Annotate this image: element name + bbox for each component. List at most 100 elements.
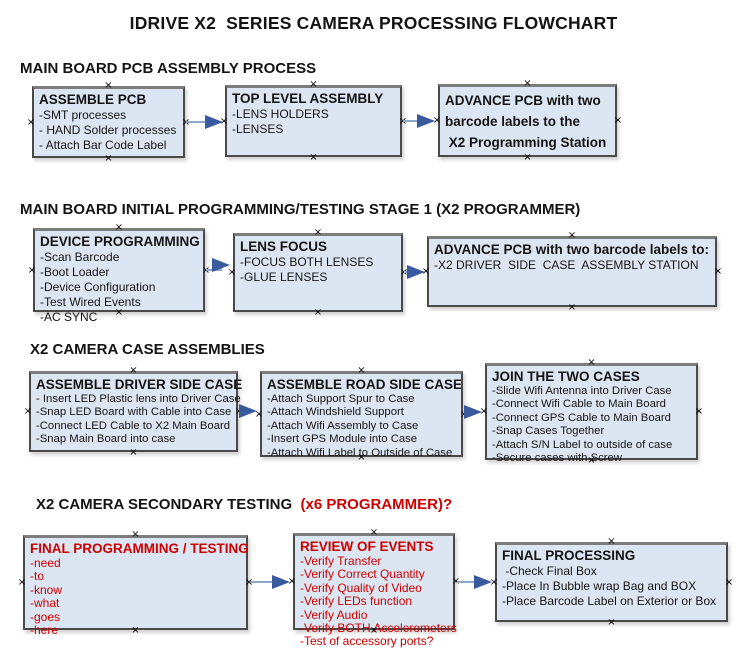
box-line: -Device Configuration bbox=[40, 280, 156, 294]
connection-handle-icon: × bbox=[567, 302, 577, 313]
box-line: -Slide Wifi Antenna into Driver Case bbox=[492, 385, 672, 397]
box-line: - Insert LED Plastic lens into Driver Ca… bbox=[36, 393, 241, 405]
connection-handle-icon: × bbox=[399, 267, 409, 278]
flow-box-assemble-pcb: ASSEMBLE PCB -SMT processes- HAND Solder… bbox=[27, 81, 190, 164]
box-line: -X2 DRIVER SIDE CASE ASSEMBLY STATION bbox=[434, 258, 699, 272]
box-items: -Scan Barcode-Boot Loader-Device Configu… bbox=[40, 250, 199, 325]
box-line: -AC SYNC bbox=[40, 310, 98, 324]
box-title: ASSEMBLE ROAD SIDE CASE bbox=[267, 377, 463, 392]
box-line: -Verify BOTH Accelerometers bbox=[300, 621, 457, 636]
connection-handle-icon: × bbox=[244, 577, 254, 588]
box-line: -Verify Correct Quantity bbox=[300, 567, 425, 582]
connection-handle-icon: × bbox=[227, 267, 237, 278]
box-line: -Scan Barcode bbox=[40, 250, 120, 264]
section-header-case-assemblies: X2 CAMERA CASE ASSEMBLIES bbox=[30, 341, 265, 358]
connection-handle-icon: × bbox=[309, 152, 318, 163]
connection-handle-icon: × bbox=[479, 406, 489, 417]
box-line: -goes bbox=[30, 609, 61, 624]
connection-handle-icon: × bbox=[567, 230, 577, 241]
connection-handle-icon: × bbox=[724, 576, 734, 588]
connection-handle-icon: × bbox=[607, 536, 616, 547]
box-title: LENS FOCUS bbox=[240, 239, 328, 254]
box-items: -Slide Wifi Antenna into Driver Case-Con… bbox=[492, 385, 692, 465]
box-line: -Snap Main Board into case bbox=[36, 433, 176, 446]
box-line: - HAND Solder processes bbox=[39, 123, 177, 137]
connection-handle-icon: × bbox=[254, 408, 264, 420]
box-line: -Insert GPS Module into Case bbox=[267, 433, 418, 446]
connection-handle-icon: × bbox=[421, 266, 431, 277]
section-header-pcb-assembly: MAIN BOARD PCB ASSEMBLY PROCESS bbox=[20, 60, 317, 77]
box-title: FINAL PROGRAMMING / TESTING bbox=[30, 541, 249, 556]
box-line: -Verify LEDs function bbox=[300, 594, 413, 609]
flow-box-lens-focus: LENS FOCUS -FOCUS BOTH LENSES-GLUE LENSE… bbox=[228, 227, 408, 318]
connection-handle-icon: × bbox=[313, 307, 323, 318]
connection-handle-icon: × bbox=[131, 529, 140, 540]
connection-handle-icon: × bbox=[23, 406, 33, 417]
box-line: -Snap LED Board with Cable into Case bbox=[36, 406, 232, 419]
box-title: ADVANCE PCB with two barcode labels to: bbox=[434, 242, 710, 257]
box-line: -Connect GPS Cable to Main Board bbox=[492, 411, 671, 424]
section-header-text: X2 CAMERA SECONDARY TESTING bbox=[36, 496, 301, 513]
box-line: -Place In Bubble wrap Bag and BOX bbox=[502, 579, 697, 593]
box-line: -Connect LED Cable to X2 Main Board bbox=[36, 419, 231, 432]
box-items: -Attach Support Spur to Case-Attach Wind… bbox=[267, 393, 457, 460]
connection-handle-icon: × bbox=[587, 357, 596, 368]
connection-handle-icon: × bbox=[694, 406, 704, 417]
flow-box-assemble-driver-side-case: ASSEMBLE DRIVER SIDE CASE - Insert LED P… bbox=[24, 366, 243, 458]
connection-handle-icon: × bbox=[26, 116, 36, 128]
box-items: -FOCUS BOTH LENSES-GLUE LENSES bbox=[240, 255, 397, 285]
connection-handle-icon: × bbox=[523, 152, 532, 163]
box-items: - Insert LED Plastic lens into Driver Ca… bbox=[36, 393, 241, 447]
box-line: barcode labels to the bbox=[445, 114, 581, 129]
box-line: -LENSES bbox=[232, 122, 284, 136]
section-header-red-note: (x6 PROGRAMMER)? bbox=[300, 496, 453, 513]
box-line: X2 Programming Station bbox=[445, 135, 607, 150]
box-title: DEVICE PROGRAMMING bbox=[40, 234, 200, 249]
box-line: -FOCUS BOTH LENSES bbox=[240, 255, 374, 269]
flow-box-final-processing: FINAL PROCESSING -Check Final Box-Place … bbox=[490, 536, 733, 628]
box-items: -SMT processes- HAND Solder processes- A… bbox=[39, 108, 179, 153]
box-line: -Place Barcode Label on Exterior or Box bbox=[502, 594, 717, 608]
connection-handle-icon: × bbox=[219, 115, 229, 127]
connection-handle-icon: × bbox=[357, 365, 366, 376]
box-bold-lines: ADVANCE PCB with two barcode labels to th… bbox=[445, 89, 611, 152]
box-line: ADVANCE PCB with two bbox=[445, 93, 601, 108]
box-line: -here bbox=[30, 623, 59, 638]
box-line: -Snap Cases Together bbox=[492, 425, 605, 438]
box-line: -Attach Wifi Assembly to Case bbox=[267, 419, 419, 432]
flow-box-join-the-two-cases: JOIN THE TWO CASES -Slide Wifi Antenna i… bbox=[480, 357, 703, 466]
box-line: -Test of accessory ports? bbox=[300, 634, 434, 649]
connection-handle-icon: × bbox=[398, 115, 408, 127]
box-items: -LENS HOLDERS-LENSES bbox=[232, 107, 396, 137]
box-line: - Attach Bar Code Label bbox=[39, 138, 167, 152]
connection-handle-icon: × bbox=[489, 576, 499, 588]
box-line: -Connect Wifi Cable to Main Board bbox=[492, 398, 666, 411]
box-line: -Check Final Box bbox=[502, 564, 597, 578]
connection-handle-icon: × bbox=[523, 78, 532, 89]
connection-handle-icon: × bbox=[201, 264, 211, 276]
connection-handle-icon: × bbox=[309, 79, 318, 90]
box-line: -Verify Audio bbox=[300, 607, 368, 622]
connection-handle-icon: × bbox=[313, 227, 323, 238]
connection-handle-icon: × bbox=[432, 115, 442, 126]
box-line: -Attach Windshield Support bbox=[267, 406, 404, 419]
arrow-device-programming-to-lens-focus bbox=[206, 258, 230, 272]
flow-box-device-programming: DEVICE PROGRAMMING -Scan Barcode-Boot Lo… bbox=[28, 223, 210, 325]
connection-handle-icon: × bbox=[129, 447, 138, 458]
connection-handle-icon: × bbox=[17, 577, 27, 588]
section-header-initial-programming: MAIN BOARD INITIAL PROGRAMMING/TESTING S… bbox=[20, 201, 581, 218]
box-items: -need-to-know-what-goes-here bbox=[30, 556, 242, 638]
connection-handle-icon: × bbox=[451, 576, 461, 587]
page-title: IDRIVE X2 SERIES CAMERA PROCESSING FLOWC… bbox=[129, 13, 618, 33]
box-line: -SMT processes bbox=[39, 108, 127, 122]
connection-handle-icon: × bbox=[181, 116, 191, 128]
box-title: ASSEMBLE PCB bbox=[39, 92, 147, 107]
box-line: -Attach Support Spur to Case bbox=[267, 393, 415, 405]
box-items: -X2 DRIVER SIDE CASE ASSEMBLY STATION bbox=[434, 258, 711, 273]
box-line: -LENS HOLDERS bbox=[232, 107, 329, 121]
box-items: -Verify Transfer-Verify Correct Quantity… bbox=[300, 554, 457, 649]
box-line: -Attach S/N Label to outside of case bbox=[492, 438, 673, 451]
connection-handle-icon: × bbox=[287, 576, 297, 587]
connection-handle-icon: × bbox=[104, 153, 113, 164]
